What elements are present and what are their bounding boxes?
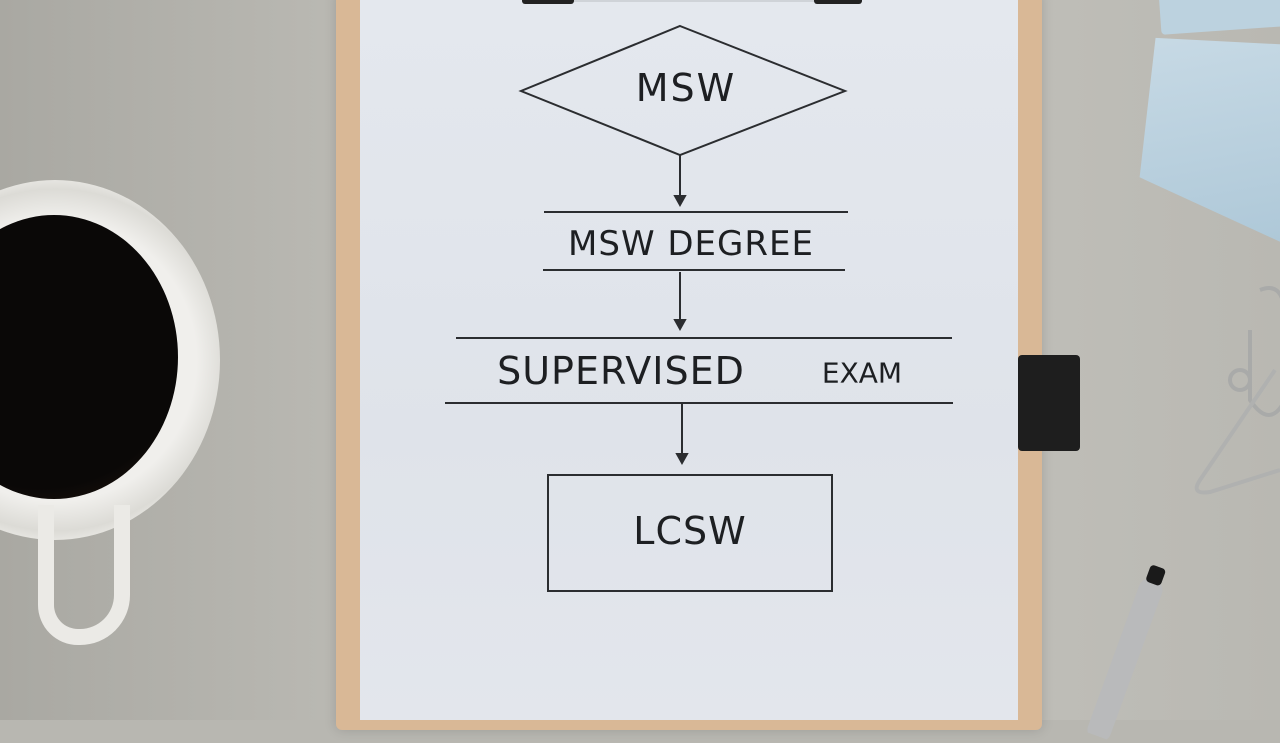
node-label-msw-degree: MSW DEGREE xyxy=(568,224,814,264)
clipboard-clip xyxy=(574,0,814,2)
node-label-supervised: SUPERVISED xyxy=(497,349,745,393)
pen-icon xyxy=(1087,565,1166,742)
paper-sheet xyxy=(360,0,1018,720)
clip-hinge-left xyxy=(522,0,574,4)
pen-loop xyxy=(1018,355,1080,451)
cup-handle xyxy=(38,505,130,645)
node-label-lcsw: LCSW xyxy=(633,509,747,553)
paper-clips-icon xyxy=(1194,286,1280,495)
node-label-exam: EXAM xyxy=(821,356,903,390)
node-label-msw: MSW xyxy=(635,66,737,110)
clip-hinge-right xyxy=(814,0,862,4)
flowchart xyxy=(445,24,953,592)
